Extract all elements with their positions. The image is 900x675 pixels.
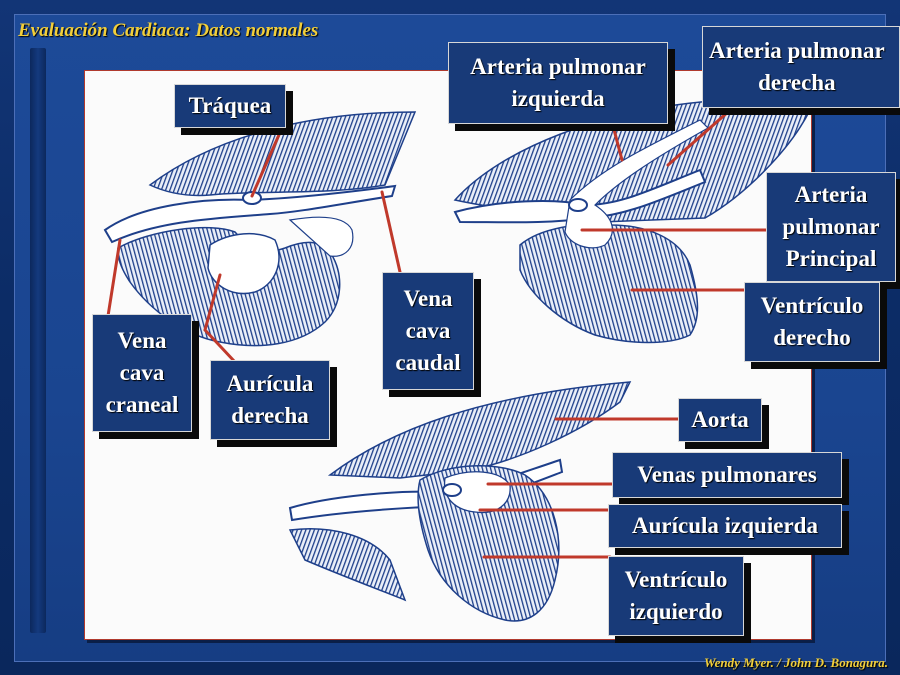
label-venas-pulmonares: Venas pulmonares [612,452,842,498]
trachea-ring-2 [569,199,587,211]
diagram-right-heart-view [105,112,415,346]
label-vena-cava-craneal: Vena cava craneal [92,314,192,432]
label-arteria-pulmonar-derecha: Arteria pulmonar derecha [702,26,900,108]
leader-vena-cava-caudal [382,192,400,272]
author-credit: Wendy Myer. / John D. Bonagura. [704,655,888,671]
label-ventriculo-izquierdo: Ventrículo izquierdo [608,556,744,636]
leader-vena-cava-craneal [108,240,120,316]
label-ventriculo-derecho: Ventrículo derecho [744,282,880,362]
label-traquea: Tráquea [174,84,286,128]
label-auricula-izquierda: Aurícula izquierda [608,504,842,548]
label-arteria-pulmonar-izquierda: Arteria pulmonar izquierda [448,42,668,124]
heart-silhouette-2 [520,224,698,342]
label-arteria-pulmonar-principal: Arteria pulmonar Principal [766,172,896,282]
trachea-ring-3 [443,484,461,496]
label-aorta: Aorta [678,398,762,442]
lung-dorsal-lobe-3 [330,382,630,478]
label-vena-cava-caudal: Vena cava caudal [382,272,474,390]
lung-ventral-lobe-3 [290,529,405,600]
label-auricula-derecha: Aurícula derecha [210,360,330,440]
